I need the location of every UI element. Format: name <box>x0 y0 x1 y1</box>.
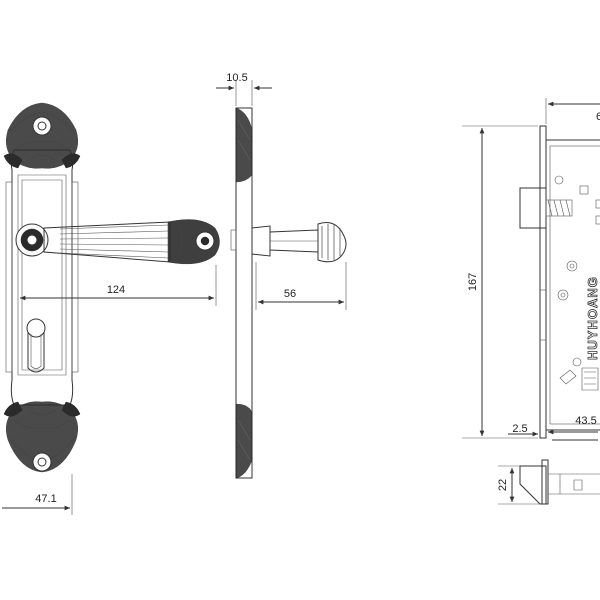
dimension-handle-projection: 56 <box>255 262 347 310</box>
dim-label-43-5: 43.5 <box>575 415 596 427</box>
dimension-lock-width: 6 <box>545 98 600 124</box>
bottom-ornament <box>3 401 81 473</box>
dimension-plate-thickness: 10.5 <box>216 72 272 106</box>
brand-logo-text: HUYHOANG <box>585 276 600 360</box>
dimension-latch-height: 22 <box>497 468 515 502</box>
top-ornament <box>3 102 81 169</box>
dim-label-22: 22 <box>497 479 509 491</box>
dim-label-124: 124 <box>107 284 125 296</box>
mortise-lock-body: HUYHOANG <box>519 125 600 439</box>
front-view-lever-handle <box>15 219 220 265</box>
dimension-faceplate-offset: 2.5 <box>508 423 538 437</box>
dim-label-47-1: 47.1 <box>35 493 56 505</box>
dim-label-56: 56 <box>284 288 296 300</box>
dim-label-2-5: 2.5 <box>512 423 527 435</box>
dim-label-167: 167 <box>467 273 479 291</box>
keyhole <box>26 318 46 373</box>
front-view-backplate <box>3 102 81 473</box>
dim-label-10-5: 10.5 <box>226 72 247 84</box>
dimension-lock-backset: 43.5 <box>548 415 598 441</box>
dimension-handle-length: 124 <box>20 265 217 306</box>
dimension-plate-width: 47.1 <box>2 474 73 515</box>
dim-label-6: 6 <box>596 111 600 123</box>
dimension-lock-height: 167 <box>462 125 538 439</box>
side-view <box>230 107 347 479</box>
latch-detail <box>498 459 600 505</box>
